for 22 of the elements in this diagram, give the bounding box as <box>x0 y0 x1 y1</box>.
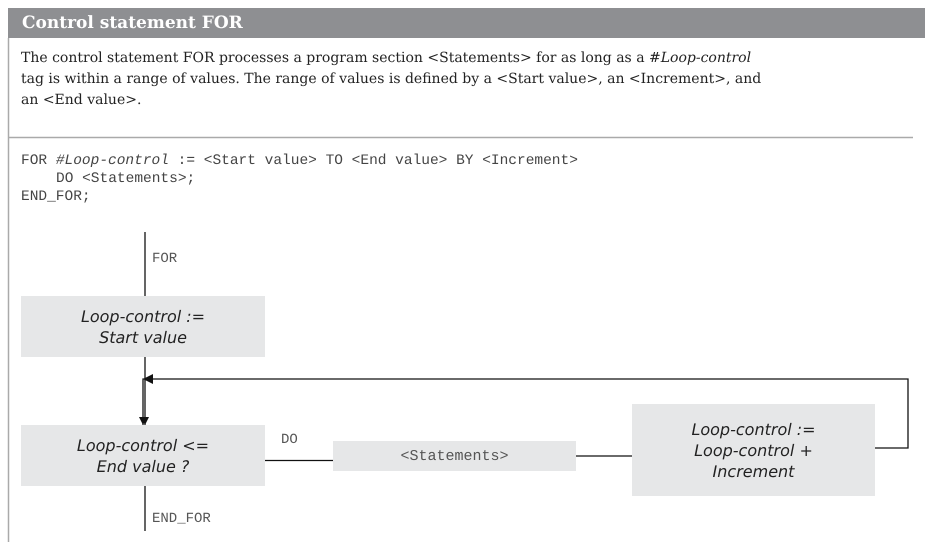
connector <box>144 232 146 296</box>
node-text: Loop-control <= End value ? <box>76 434 210 476</box>
node-text: Loop-control := Loop-control + Increment <box>690 418 817 482</box>
decision-box <box>21 425 265 486</box>
edge-label: END_FOR <box>152 511 211 527</box>
edge-label: DO <box>281 432 298 448</box>
process-box <box>21 296 265 357</box>
connector <box>141 357 149 425</box>
code-line: DO <Statements>; <box>56 170 196 188</box>
edge-label: FOR <box>152 251 178 267</box>
code-line: END_FOR; <box>21 188 91 206</box>
process-box <box>333 441 576 471</box>
title-bar: Control statement FOR <box>8 8 925 38</box>
process-box <box>632 404 875 496</box>
connector <box>265 460 333 462</box>
node-text: <Statements> <box>400 448 509 464</box>
description-text: The control statement FOR processes a program section <Statements> for as long as a #Loop-control tag is within a range of values. The range of values is defined by a <Start value>, an <Increment>, and an <End value>. <box>21 49 762 110</box>
connector <box>576 455 632 457</box>
connector <box>144 486 146 531</box>
code-line: FOR #Loop-control := <Start value> TO <End value> BY <Increment> <box>21 152 578 170</box>
node-text: Loop-control := Start value <box>80 306 206 348</box>
connector <box>139 374 909 449</box>
